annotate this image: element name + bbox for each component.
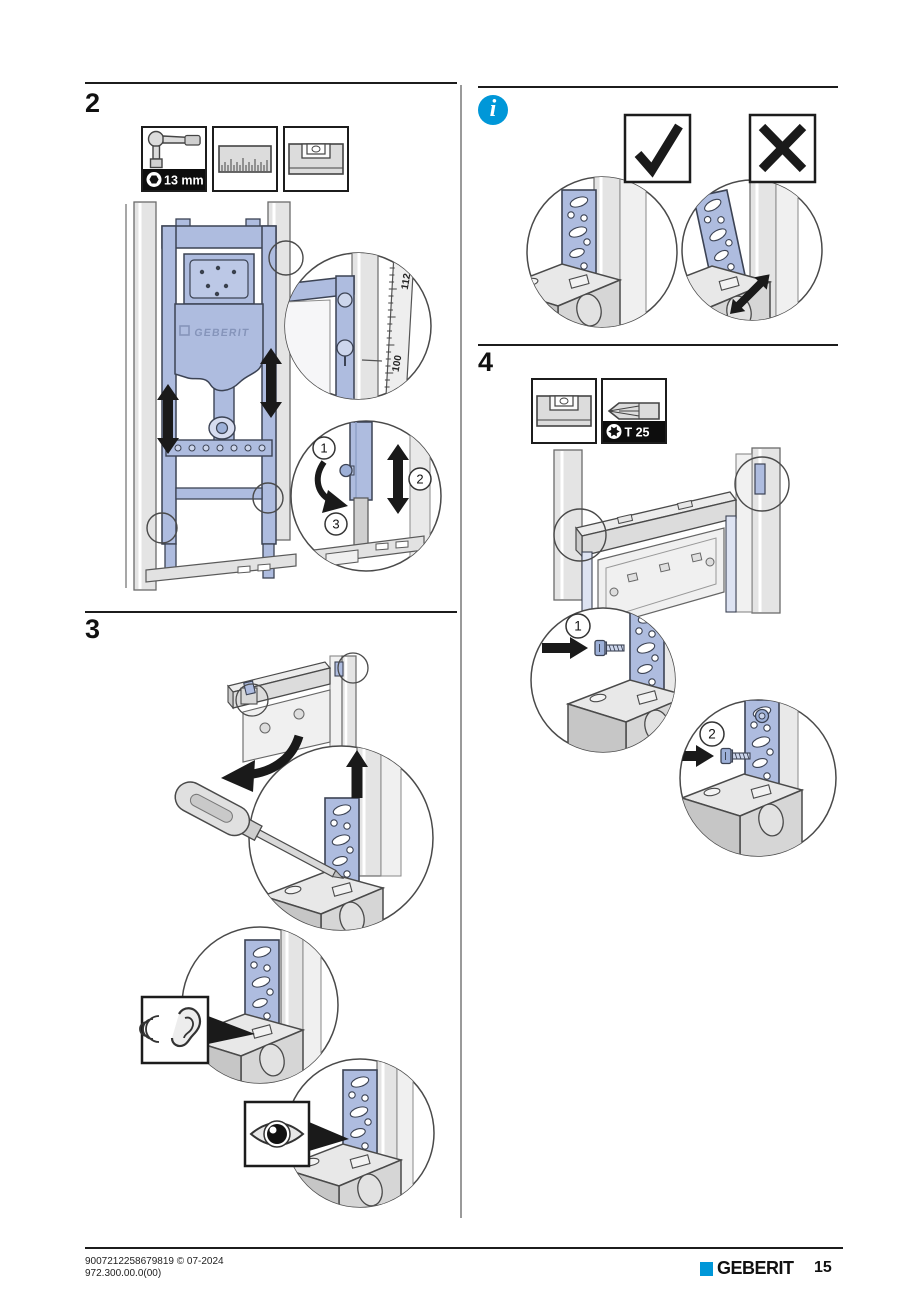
callout-badge-1: [312, 436, 336, 460]
step3-heading: 3: [85, 614, 101, 644]
socket-size-label: 13 mm: [164, 174, 204, 188]
callout-badge-3: [324, 512, 348, 536]
divider-step3: [85, 611, 457, 613]
detail-pry-bracket: [174, 734, 434, 931]
callout-circle-foot: [146, 512, 178, 544]
ruler-icon: [218, 145, 272, 173]
frame-top-view: [553, 447, 781, 629]
divider-step4: [478, 344, 838, 346]
sound-waves-icon: [139, 1015, 160, 1043]
divider-info: [478, 86, 838, 88]
info-icon: i: [478, 95, 508, 125]
column-divider: [460, 85, 462, 1218]
tool-spirit-level: [283, 126, 349, 192]
tool-socket-wrench: 13 mm: [141, 126, 207, 192]
pry-rotate-arrow: [252, 734, 304, 779]
listen-pointer-arrow: [208, 1016, 255, 1044]
detail-measuring-scale: 112 100: [284, 252, 432, 400]
svg-text:2: 2: [416, 472, 423, 487]
detail-listen-click: [139, 926, 339, 1084]
callout-circle-top: [268, 240, 304, 276]
callout-badge-1: [565, 613, 591, 639]
callout-circle-mid: [252, 482, 284, 514]
brand-logo-text: GEBERIT: [717, 1258, 794, 1278]
info-illustration: [526, 113, 823, 328]
svg-text:3: 3: [332, 517, 339, 532]
detail-screw-2: 2: [679, 699, 837, 857]
torx-star-icon: [608, 426, 620, 437]
wall-bracket-tip: [754, 463, 766, 495]
foot-bolt: [339, 463, 353, 478]
correct-detail: [526, 176, 678, 328]
checkmark-icon: [634, 123, 683, 178]
protection-plate: [597, 527, 725, 629]
callout-circle-right: [734, 456, 790, 512]
spirit-level-icon: [536, 395, 592, 427]
scale-value-top: 112: [400, 272, 414, 290]
detail-screw-1: 1: [530, 607, 676, 753]
step4-heading: 4: [478, 347, 494, 377]
scale-value-bottom: 100: [391, 354, 405, 373]
detail-visual-check: [243, 1058, 435, 1208]
look-pointer-arrow: [309, 1122, 349, 1151]
footer-meta: 9007212258679819 © 07-2024 972.300.00.0(…: [85, 1256, 224, 1280]
cistern: [174, 303, 264, 392]
screwdriver-icon: [174, 781, 345, 879]
mounting-frame: GEBERIT: [145, 218, 297, 583]
divider-step2: [85, 82, 457, 84]
torx-bit-icon: T 25: [603, 402, 665, 442]
correct-box: [623, 113, 692, 184]
spirit-level-icon: [288, 143, 344, 175]
callout-circle-right: [337, 652, 369, 684]
torx-size-label: T 25: [625, 426, 650, 440]
cistern-brand-text: GEBERIT: [194, 327, 251, 339]
bracket-left: [243, 680, 256, 696]
svg-text:1: 1: [320, 441, 327, 456]
callout-circle-left: [553, 508, 607, 562]
ear-icon: [139, 1007, 202, 1048]
tool-ruler: [212, 126, 278, 192]
step2-illustration: GEBERIT 112: [125, 201, 442, 591]
brand-logo-square: [700, 1261, 713, 1276]
socket-wrench-icon: 13 mm: [143, 130, 205, 190]
floor-rail: [145, 553, 297, 583]
page-number: 15: [814, 1259, 832, 1276]
tool-torx-bit: T 25: [601, 378, 667, 444]
tool-spirit-level-2: [531, 378, 597, 444]
step4-illustration: 1 2: [530, 447, 837, 857]
incorrect-box: [748, 113, 817, 184]
callout-badge-2: [699, 721, 725, 747]
footer-doc-number: 9007212258679819 © 07-2024: [85, 1256, 224, 1267]
eye-icon: [249, 1120, 305, 1148]
step2-heading: 2: [85, 88, 101, 118]
footer-divider: [85, 1247, 843, 1249]
cross-icon: [758, 123, 807, 173]
callout-circle-left: [235, 683, 269, 717]
svg-text:2: 2: [708, 727, 716, 742]
info-icon-glyph: i: [489, 96, 497, 122]
step3-illustration: [139, 652, 435, 1208]
footer-article-code: 972.300.00.0(00): [85, 1268, 162, 1279]
detail-foot-adjustment: 1 2 3: [290, 420, 442, 572]
callout-badge-2: [408, 467, 432, 491]
brand-logo: GEBERIT: [700, 1258, 794, 1279]
svg-text:1: 1: [574, 619, 582, 634]
incorrect-detail: [681, 179, 823, 321]
